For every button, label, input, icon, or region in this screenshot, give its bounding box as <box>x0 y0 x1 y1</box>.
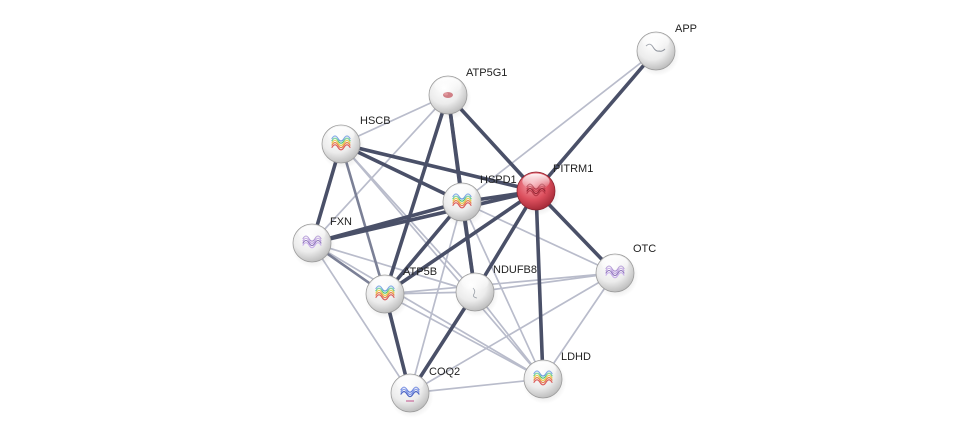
node-atp5g1[interactable]: ATP5G1 <box>427 67 508 120</box>
edge-atp5b-otc <box>384 272 616 295</box>
edge-app-pitrm1 <box>534 49 658 193</box>
node-label-fxn: FXN <box>330 216 352 228</box>
node-label-app: APP <box>675 23 697 35</box>
node-gloss <box>298 225 326 242</box>
node-hscb[interactable]: HSCB <box>320 115 391 169</box>
node-gloss <box>448 184 476 201</box>
node-ldhd[interactable]: LDHD <box>522 351 592 404</box>
node-label-ldhd: LDHD <box>561 351 591 363</box>
node-label-atp5b: ATP5B <box>403 266 437 278</box>
node-otc[interactable]: OTC <box>594 243 657 298</box>
node-label-hspd1: HSPD1 <box>480 174 517 186</box>
node-gloss <box>529 361 557 378</box>
node-gloss <box>434 77 462 94</box>
node-gloss <box>396 375 424 392</box>
edge-pitrm1-atp5b <box>383 189 538 296</box>
edges-layer <box>310 49 658 395</box>
node-hspd1[interactable]: HSPD1 <box>441 174 517 227</box>
node-label-otc: OTC <box>633 243 656 255</box>
node-label-coq2: COQ2 <box>429 366 460 378</box>
node-label-pitrm1: PITRM1 <box>553 163 593 175</box>
node-label-ndufb8: NDUFB8 <box>493 264 537 276</box>
edge-hscb-ldhd <box>340 143 544 380</box>
node-fxn[interactable]: FXN <box>291 216 353 268</box>
node-label-atp5g1: ATP5G1 <box>466 67 507 79</box>
edge-hspd1-coq2 <box>409 201 463 394</box>
edge-otc-coq2 <box>409 272 616 394</box>
node-gloss <box>601 255 629 272</box>
edge-atp5g1-atp5b <box>383 93 450 296</box>
node-gloss <box>461 274 489 291</box>
edge-app-hspd1 <box>461 50 657 203</box>
node-gloss <box>371 276 399 293</box>
node-label-hscb: HSCB <box>360 115 391 127</box>
edge-pitrm1-ldhd <box>534 189 545 381</box>
edge-hscb-pitrm1 <box>339 142 538 193</box>
edge-hscb-atp5b <box>339 142 387 296</box>
edge-fxn-ldhd <box>311 242 544 380</box>
node-gloss <box>327 126 355 143</box>
edge-fxn-coq2 <box>311 242 411 394</box>
edge-atp5b-ldhd <box>384 293 544 380</box>
node-ndufb8[interactable]: NDUFB8 <box>454 264 538 317</box>
node-gloss <box>642 33 670 50</box>
node-atp5b[interactable]: ATP5B <box>364 266 438 319</box>
node-app[interactable]: APP <box>635 23 698 76</box>
node-gloss <box>522 173 550 190</box>
node-pitrm1[interactable]: PITRM1 <box>515 163 594 216</box>
edge-ndufb8-otc <box>474 272 616 293</box>
edge-atp5g1-fxn <box>311 94 449 244</box>
edge-hspd1-fxn <box>310 200 464 245</box>
node-coq2[interactable]: COQ2 <box>389 366 461 418</box>
